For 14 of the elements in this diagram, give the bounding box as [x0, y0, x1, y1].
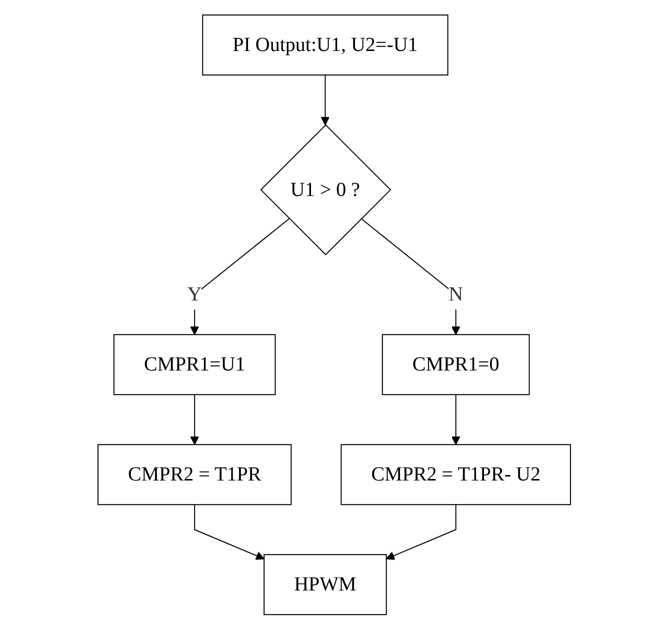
edge-label: N — [448, 283, 463, 306]
node-box: CMPR2 = T1PR- U2 — [340, 444, 571, 505]
node-box: CMPR1=0 — [382, 334, 530, 395]
node-box: PI Output:U1, U2=-U1 — [202, 14, 448, 76]
arrow — [194, 504, 264, 560]
arrow — [190, 394, 199, 445]
arrow — [320, 74, 330, 126]
node-diamond: U1 > 0 ? — [260, 124, 391, 255]
node-box: CMPR1=U1 — [113, 334, 276, 395]
edge-label: Y — [187, 283, 202, 306]
node-box: CMPR2 = T1PR — [97, 444, 292, 505]
node-box: HPWM — [263, 554, 387, 615]
arrow — [451, 394, 460, 445]
arrow — [386, 504, 456, 560]
